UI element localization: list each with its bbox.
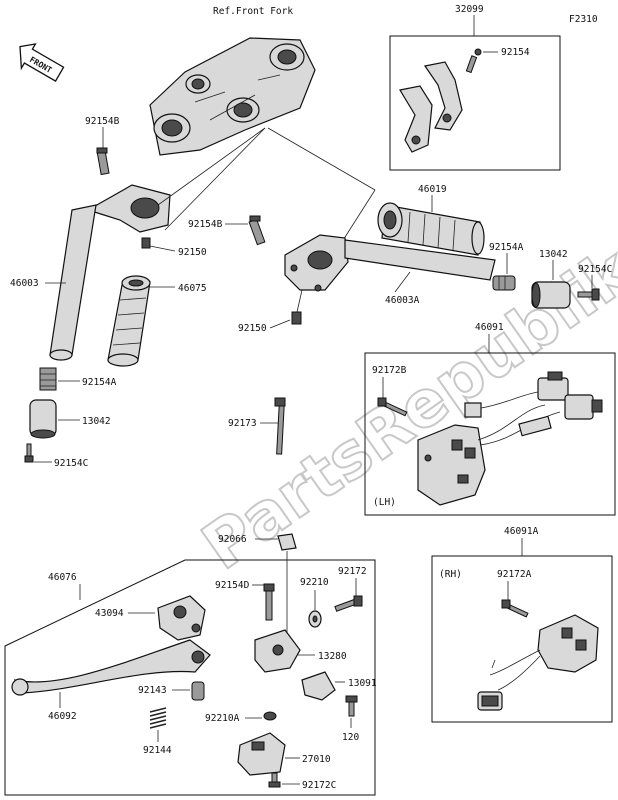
label-46003: 46003 — [10, 278, 39, 289]
label-32099: 32099 — [455, 4, 484, 15]
label-120: 120 — [342, 732, 359, 743]
weight-insert-92154a-left-part — [39, 367, 57, 391]
cap-92066-part — [277, 533, 297, 551]
bar-end-13042-left-part — [29, 399, 57, 439]
label-lh: (LH) — [373, 497, 396, 508]
bolt-92150-left-part — [141, 237, 151, 249]
washer-92210a-part — [263, 711, 277, 721]
bolt-92154b-left-part — [96, 147, 110, 176]
label-92172a: 92172A — [497, 569, 532, 580]
label-27010: 27010 — [302, 754, 331, 765]
label-43094: 43094 — [95, 608, 124, 619]
holder-32099-part — [399, 61, 463, 153]
clamp-13091-part — [301, 671, 336, 701]
lh-switch-46091-part — [417, 371, 603, 506]
bolt-92154d-part — [263, 583, 275, 621]
washer-92210-part — [308, 610, 322, 628]
label-92210a: 92210A — [205, 713, 240, 724]
clip-92173-part — [274, 397, 286, 455]
label-46091: 46091 — [475, 322, 504, 333]
label-13091: 13091 — [348, 678, 377, 689]
spring-92144-part — [149, 707, 167, 729]
label-92154d: 92154D — [215, 580, 250, 591]
callout-box-32099 — [389, 35, 561, 171]
label-92154c-left: 92154C — [54, 458, 88, 469]
label-92173: 92173 — [228, 418, 257, 429]
callout-box-clutch-lever — [4, 559, 376, 796]
rh-switch-46091a-part — [477, 614, 599, 711]
label-92172b: 92172B — [372, 365, 407, 376]
bolt-92154-part — [465, 48, 482, 74]
ref-front-fork-label: Ref.Front Fork — [213, 6, 293, 17]
label-92154b-left: 92154B — [85, 116, 120, 127]
holder-43094-part — [157, 595, 206, 641]
bar-end-13042-right-part — [531, 281, 571, 309]
label-13280: 13280 — [318, 651, 347, 662]
label-92154: 92154 — [501, 47, 530, 58]
screw-92154c-right-part — [577, 288, 600, 301]
label-92143: 92143 — [138, 685, 167, 696]
label-46003a: 46003A — [385, 295, 420, 306]
label-46075: 46075 — [178, 283, 207, 294]
lever-46092-part — [11, 639, 211, 696]
callout-box-rh-switch — [431, 555, 613, 723]
throttle-grip-46019-part — [377, 202, 485, 256]
label-92172c: 92172C — [302, 780, 336, 791]
bracket-13280-part — [254, 629, 301, 673]
label-92144: 92144 — [143, 745, 172, 756]
handlebar-46003-part — [49, 184, 171, 361]
screw-92154c-left-part — [24, 443, 34, 463]
label-13042-left: 13042 — [82, 416, 111, 427]
screw-92172c-part — [268, 772, 281, 788]
bolt-92150-right-part — [291, 311, 302, 325]
label-92154a-right: 92154A — [489, 242, 524, 253]
collar-92143-part — [191, 681, 205, 701]
label-46076: 46076 — [48, 572, 77, 583]
screw-92172b-part — [377, 397, 408, 417]
label-92150-left: 92150 — [178, 247, 207, 258]
label-46019: 46019 — [418, 184, 447, 195]
screw-92172a-part — [501, 599, 529, 618]
figure-code: F2310 — [569, 14, 598, 25]
label-rh: (RH) — [439, 569, 462, 580]
top-bridge-part — [149, 37, 316, 156]
screw-92172-part — [334, 595, 363, 612]
label-46091a: 46091A — [504, 526, 539, 537]
handlebar-46003a-part — [284, 234, 496, 292]
label-92154a-left: 92154A — [82, 377, 117, 388]
label-92150-right: 92150 — [238, 323, 267, 334]
grip-46075-part — [107, 275, 151, 367]
switch-27010-part — [237, 732, 286, 776]
label-92154b-right: 92154B — [188, 219, 223, 230]
label-92172: 92172 — [338, 566, 367, 577]
label-92066: 92066 — [218, 534, 247, 545]
label-92210: 92210 — [300, 577, 329, 588]
callout-box-lh-switch — [364, 352, 616, 516]
label-46092: 46092 — [48, 711, 77, 722]
label-13042-right: 13042 — [539, 249, 568, 260]
weight-insert-92154a-right-part — [492, 275, 516, 291]
front-arrow-icon: FRONT — [19, 43, 65, 82]
bolt-120-part — [345, 695, 358, 717]
bolt-92154b-right-part — [248, 215, 266, 246]
label-92154c-right: 92154C — [578, 264, 612, 275]
